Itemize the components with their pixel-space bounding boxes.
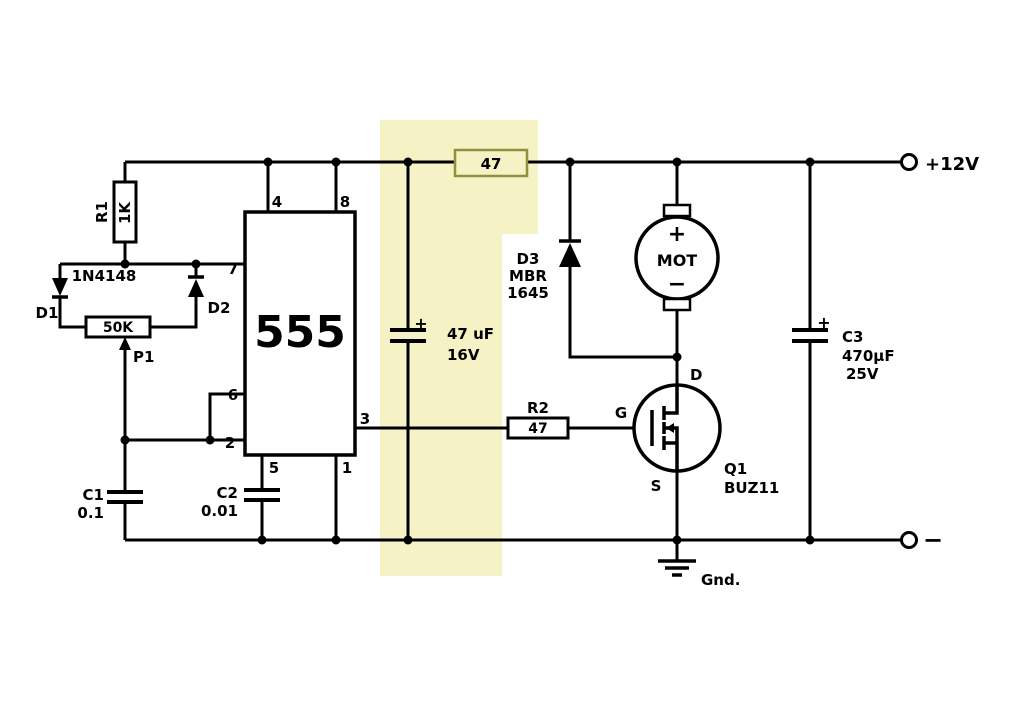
q1-gate-label: G xyxy=(615,404,627,422)
c3-polarity-label: + xyxy=(817,313,830,332)
d3-name-label: D3 xyxy=(517,250,540,268)
q1-drain-label: D xyxy=(690,366,702,384)
pot-value-label: 50K xyxy=(103,320,134,336)
d2-label: D2 xyxy=(208,299,231,317)
highlighted-resistor-body xyxy=(453,148,529,178)
ic-555-body xyxy=(243,210,357,457)
q1-source-label: S xyxy=(651,477,662,495)
motor-plus-label: + xyxy=(668,222,686,247)
pin5-label: 5 xyxy=(269,459,279,477)
highlighted-cap-value-label: 47 uF xyxy=(447,325,494,343)
c3-voltage-label: 25V xyxy=(846,365,879,383)
highlighted-cap-voltage-label: 16V xyxy=(447,346,480,364)
r1-value-label: 1K xyxy=(116,201,134,224)
ground-label: Gnd. xyxy=(701,571,740,589)
d3-part2-label: 1645 xyxy=(507,284,549,302)
junction-dots xyxy=(120,157,815,545)
pot-name-label: P1 xyxy=(133,348,154,366)
d1-diode-icon xyxy=(52,278,68,296)
r2-value-label: 47 xyxy=(528,421,547,437)
r2-name-label: R2 xyxy=(527,399,549,417)
d1-label: D1 xyxy=(36,304,59,322)
pot-wiper-arrow-icon xyxy=(119,337,131,350)
mosfet-internal-icon xyxy=(650,385,679,471)
ground-icon xyxy=(658,559,696,577)
highlighted-resistor-value-label: 47 xyxy=(481,155,502,173)
supply-positive-label: +12V xyxy=(925,154,979,175)
highlight-band xyxy=(380,120,538,576)
pin1-label: 1 xyxy=(342,459,352,477)
circuit-wires xyxy=(58,160,901,561)
mosfet-arrow-icon xyxy=(666,423,674,433)
q1-part-label: BUZ11 xyxy=(724,479,779,497)
d3-part1-label: MBR xyxy=(509,267,547,285)
c1-name-label: C1 xyxy=(83,486,104,504)
ic-555-label: 555 xyxy=(254,307,346,358)
highlighted-cap-polarity-label: + xyxy=(414,314,427,333)
pin6-label: 6 xyxy=(228,386,238,404)
motor-minus-label: − xyxy=(668,272,686,297)
d2-diode-icon xyxy=(188,279,204,297)
d3-diode-icon xyxy=(559,243,581,267)
c3-name-label: C3 xyxy=(842,328,863,346)
terminal-negative-icon xyxy=(900,531,918,549)
q1-name-label: Q1 xyxy=(724,460,747,478)
motor-label: MOT xyxy=(657,251,698,270)
diode-pair-type-label: 1N4148 xyxy=(72,267,137,285)
c2-value-label: 0.01 xyxy=(201,502,238,520)
pin7-label: 7 xyxy=(228,260,238,278)
pot-p1-body xyxy=(84,315,152,339)
pin3-label: 3 xyxy=(360,410,370,428)
pin8-label: 8 xyxy=(340,193,350,211)
resistor-r1-body xyxy=(112,180,138,244)
motor-terminal-bottom xyxy=(662,297,692,312)
diode-triangles xyxy=(52,243,581,350)
motor xyxy=(634,203,720,312)
c2-name-label: C2 xyxy=(217,484,238,502)
r1-name-label: R1 xyxy=(93,201,111,223)
diode-bars xyxy=(52,239,581,299)
terminal-positive-icon xyxy=(900,153,918,171)
pin2-label: 2 xyxy=(225,434,235,452)
c1-value-label: 0.1 xyxy=(77,504,104,522)
mosfet-q1 xyxy=(632,383,722,473)
capacitor-plates xyxy=(107,328,828,504)
pin4-label: 4 xyxy=(272,193,282,211)
motor-terminal-top xyxy=(662,203,692,218)
c3-value-label: 470µF xyxy=(842,347,895,365)
supply-negative-label: − xyxy=(923,526,943,554)
resistor-r2-body xyxy=(506,416,570,440)
